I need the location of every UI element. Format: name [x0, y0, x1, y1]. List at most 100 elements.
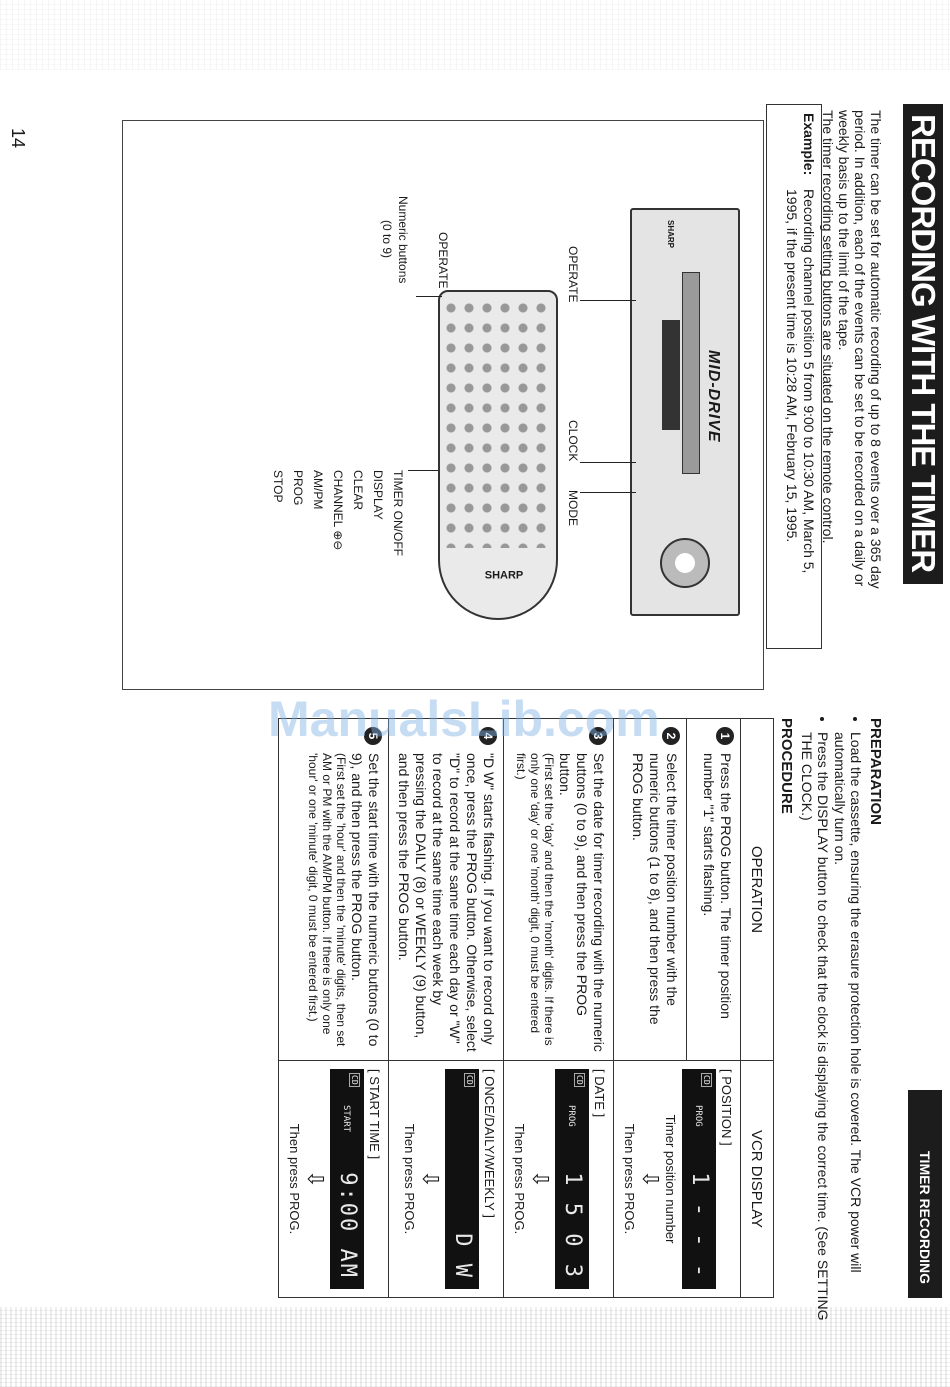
- label-display: DISPLAY: [371, 470, 385, 520]
- list-item: Load the cassette, ensuring the erasure …: [832, 732, 864, 1338]
- page-title: RECORDING WITH THE TIMER: [903, 104, 943, 584]
- lcd-tag: CD: [349, 1073, 360, 1087]
- lcd-tag: CD: [574, 1073, 585, 1087]
- leader-line: [416, 296, 442, 297]
- operation-cell: 3 Set the date for timer recording with …: [503, 718, 614, 1061]
- step-text: Press the PROG button. The timer positio…: [701, 753, 734, 1019]
- vcr-logo: MID-DRIVE: [705, 350, 722, 443]
- lcd-mode: PROG: [693, 1105, 703, 1127]
- example-text: Recording channel position 5 from 9:00 t…: [783, 189, 817, 640]
- column-header-operation: OPERATION: [740, 718, 774, 1061]
- lcd-display: CD PROG 1 5 0 3: [555, 1069, 589, 1289]
- label-timer-onoff: TIMER ON/OFF: [391, 470, 405, 556]
- table-header-row: OPERATION VCR DISPLAY: [740, 718, 774, 1298]
- lcd-mode: PROG: [566, 1105, 576, 1127]
- vcr-jog-dial: [660, 538, 710, 588]
- instructions-column: PREPARATION Load the cassette, ensuring …: [278, 718, 884, 1338]
- remote-button-grid: [446, 298, 550, 548]
- example-label: Example:: [801, 113, 817, 176]
- display-instruction: Then press PROG.: [512, 1123, 527, 1235]
- label-clock: CLOCK: [566, 420, 580, 462]
- scan-noise-bottom: [0, 1307, 950, 1387]
- table-row: 5 Set the start time with the numeric bu…: [278, 718, 389, 1298]
- down-arrow-icon: ⇩: [303, 1169, 328, 1189]
- lcd-digits: 1 5 0 3: [560, 1172, 585, 1279]
- display-instruction: Then press PROG.: [402, 1123, 417, 1235]
- scan-noise-top: [0, 0, 950, 70]
- label-numeric-range: (0 to 9): [380, 220, 394, 259]
- display-cell: [ POSITION ] CD PROG 1 - - - Timer posit…: [613, 1060, 741, 1298]
- down-arrow-icon: ⇩: [418, 1169, 443, 1189]
- step-body: Set the date for timer recording with th…: [514, 753, 607, 1052]
- step-text: Set the start time with the numeric butt…: [349, 753, 382, 1047]
- procedure-heading: PROCEDURE: [778, 718, 795, 814]
- leader-line: [580, 300, 636, 301]
- display-cell: [ ONCE/DAILY/WEEKLY ] CD D W ⇩ Then pres…: [388, 1060, 504, 1298]
- label-operate-remote: OPERATE: [436, 232, 450, 289]
- down-arrow-icon: ⇩: [638, 1169, 663, 1189]
- display-instruction: Then press PROG.: [622, 1123, 637, 1235]
- label-ampm: AM/PM: [311, 470, 325, 510]
- display-label: [ POSITION ]: [719, 1069, 734, 1146]
- label-channel: CHANNEL ⊕⊖: [331, 470, 345, 551]
- step-text: "D W" starts flashing. If you want to re…: [396, 753, 497, 1052]
- intro-line: period. In addition, each of the events …: [852, 110, 868, 587]
- lcd-display: CD START 9:00 AM: [330, 1069, 364, 1289]
- leader-line: [408, 470, 438, 471]
- step-body: Set the start time with the numeric butt…: [306, 753, 382, 1052]
- column-header-vcr-display: VCR DISPLAY: [740, 1060, 774, 1298]
- operation-cell: 1 Press the PROG button. The timer posit…: [686, 718, 741, 1061]
- intro-paragraph: The timer can be set for automatic recor…: [820, 110, 884, 680]
- intro-line: The timer can be set for automatic recor…: [868, 110, 884, 589]
- cassette-slot: [682, 272, 700, 474]
- display-instruction: Then press PROG.: [287, 1123, 302, 1235]
- procedure-table: OPERATION VCR DISPLAY 1 Press the PROG b…: [278, 718, 774, 1298]
- example-line: Recording channel position 5 from 9:00 t…: [801, 189, 817, 574]
- table-row: 4 "D W" starts flashing. If you want to …: [388, 718, 504, 1298]
- display-cell: [ DATE ] CD PROG 1 5 0 3 ⇩ Then press PR…: [503, 1060, 614, 1298]
- page-number: 14: [8, 128, 28, 149]
- lcd-digits: D W: [450, 1233, 475, 1279]
- lcd-digits: 1 - - -: [687, 1172, 712, 1279]
- step-note: (First set the 'day' and then the 'month…: [514, 753, 556, 1046]
- display-cell: [ START TIME ] CD START 9:00 AM ⇩ Then p…: [278, 1060, 389, 1298]
- intro-line: The timer recording setting buttons are …: [820, 110, 836, 544]
- step-text: Set the date for timer recording with th…: [557, 753, 607, 1052]
- leader-line: [580, 462, 636, 463]
- table-row: 1 Press the PROG button. The timer posit…: [613, 718, 741, 1298]
- lcd-tag: CD: [464, 1073, 475, 1087]
- lcd-display: CD D W: [445, 1069, 479, 1289]
- down-arrow-icon: ⇩: [528, 1169, 553, 1189]
- display-caption: Timer position number: [663, 1114, 678, 1244]
- label-numeric-buttons: Numeric buttons: [396, 196, 410, 284]
- step-number: 2: [662, 727, 681, 745]
- list-item: Press the DISPLAY button to check that t…: [799, 732, 831, 1338]
- display-label: [ DATE ]: [592, 1069, 607, 1118]
- lcd-display: CD PROG 1 - - -: [682, 1069, 716, 1289]
- operation-cell: 4 "D W" starts flashing. If you want to …: [388, 718, 504, 1061]
- operation-cell: 2 Select the timer position number with …: [613, 718, 687, 1061]
- label-prog: PROG: [291, 470, 305, 506]
- watermark: ManualsLib.com: [268, 691, 660, 747]
- intro-line: weekly basis up to the limit of the tape…: [836, 110, 852, 351]
- display-label: [ ONCE/DAILY/WEEKLY ]: [482, 1069, 497, 1218]
- label-stop: STOP: [271, 470, 285, 503]
- preparation-list: Load the cassette, ensuring the erasure …: [799, 718, 864, 1338]
- table-row: 3 Set the date for timer recording with …: [503, 718, 614, 1298]
- example-box: Example: Recording channel position 5 fr…: [766, 104, 822, 649]
- example-line: 1995, if the present time is 10:28 AM, F…: [784, 189, 800, 543]
- step-note: (First set the 'hour' and then the 'minu…: [306, 753, 348, 1047]
- lcd-mode: START: [341, 1105, 351, 1133]
- remote-brand: SHARP: [484, 569, 524, 582]
- operation-cell: 5 Set the start time with the numeric bu…: [278, 718, 389, 1061]
- lcd-tag: CD: [701, 1073, 712, 1087]
- section-tag: TIMER RECORDING: [908, 1090, 942, 1298]
- lcd-digits: 9:00 AM: [335, 1172, 360, 1279]
- display-label: [ START TIME ]: [367, 1069, 382, 1160]
- vcr-brand: SHARP: [666, 220, 675, 249]
- step-number: 1: [716, 727, 734, 745]
- vcr-front-display: [662, 320, 680, 430]
- step-text: Select the timer position number with th…: [630, 753, 681, 1025]
- leader-line: [580, 492, 636, 493]
- label-operate-vcr: OPERATE: [566, 246, 580, 303]
